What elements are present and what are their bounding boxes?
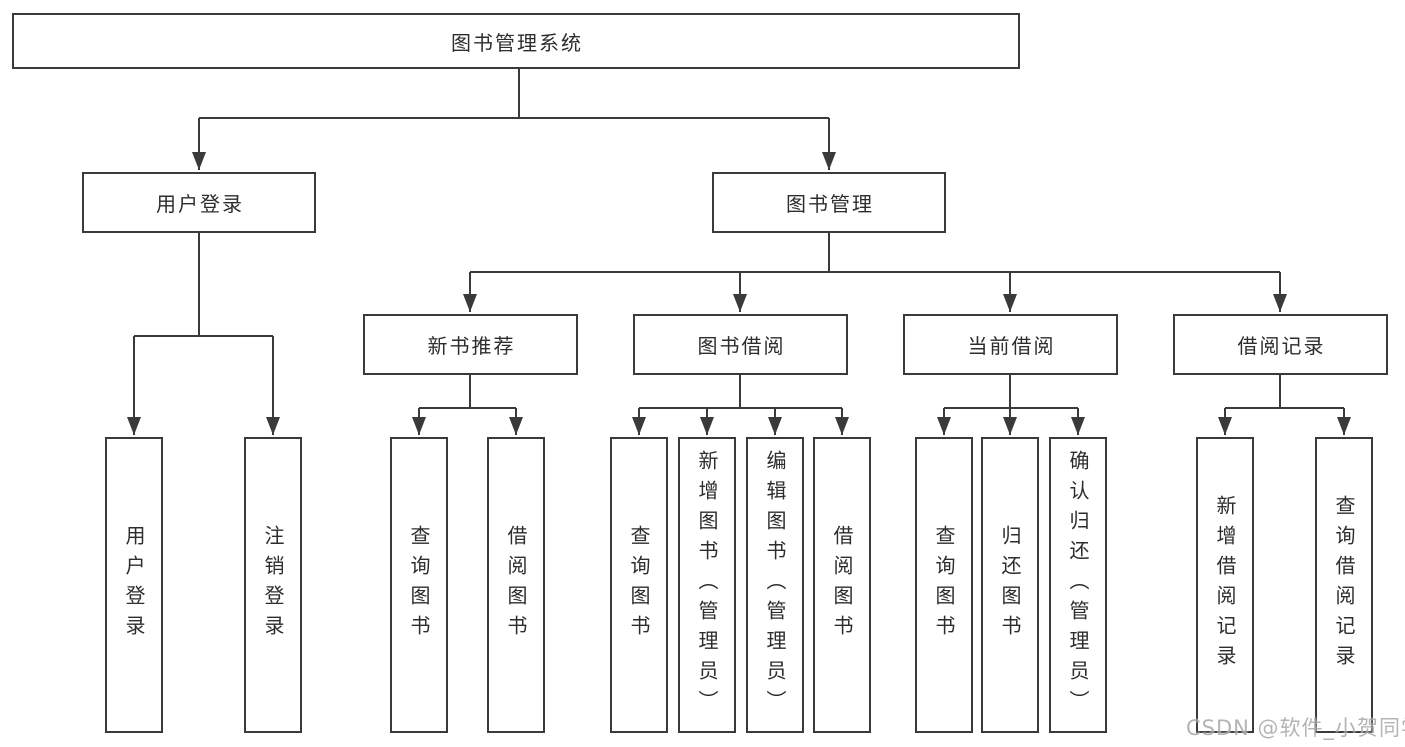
leaf-label: 注销登录 xyxy=(261,525,285,645)
node-label: 借阅记录 xyxy=(1237,334,1326,358)
leaf-label: 查询图书 xyxy=(407,525,431,645)
leaf-query-books-2: 查询图书 xyxy=(610,437,668,733)
leaf-label: 归还图书 xyxy=(998,525,1022,645)
leaf-label: 查询借阅记录 xyxy=(1332,495,1356,675)
leaf-label: 确认归还（管理员） xyxy=(1066,450,1090,720)
leaf-label: 新增图书（管理员） xyxy=(695,450,719,720)
node-label: 当前借阅 xyxy=(967,334,1056,358)
csdn-watermark: CSDN @软件_小贺同学 xyxy=(1186,716,1405,740)
node-user-login: 用户登录 xyxy=(82,172,316,233)
node-book-management: 图书管理 xyxy=(712,172,946,233)
leaf-label: 编辑图书（管理员） xyxy=(763,450,787,720)
leaf-label: 查询图书 xyxy=(932,525,956,645)
leaf-borrow-books-2: 借阅图书 xyxy=(813,437,871,733)
leaf-user-login: 用户登录 xyxy=(105,437,163,733)
leaf-label: 用户登录 xyxy=(122,525,146,645)
leaf-query-books-3: 查询图书 xyxy=(915,437,973,733)
leaf-add-borrow-record: 新增借阅记录 xyxy=(1196,437,1254,733)
node-book-borrowing: 图书借阅 xyxy=(633,314,848,375)
leaf-label: 借阅图书 xyxy=(830,525,854,645)
node-label: 图书借阅 xyxy=(697,334,786,358)
node-current-borrowing: 当前借阅 xyxy=(903,314,1118,375)
leaf-return-books: 归还图书 xyxy=(981,437,1039,733)
leaf-logout: 注销登录 xyxy=(244,437,302,733)
node-label: 图书管理 xyxy=(786,192,874,216)
leaf-label: 借阅图书 xyxy=(504,525,528,645)
leaf-borrow-books-1: 借阅图书 xyxy=(487,437,545,733)
leaf-edit-books-admin: 编辑图书（管理员） xyxy=(746,437,804,733)
node-library-management-system: 图书管理系统 xyxy=(12,13,1020,69)
node-label: 用户登录 xyxy=(156,192,244,216)
leaf-add-books-admin: 新增图书（管理员） xyxy=(678,437,736,733)
leaf-label: 新增借阅记录 xyxy=(1213,495,1237,675)
leaf-label: 查询图书 xyxy=(627,525,651,645)
leaf-query-borrow-record: 查询借阅记录 xyxy=(1315,437,1373,733)
node-label: 新书推荐 xyxy=(427,334,516,358)
node-new-book-recommend: 新书推荐 xyxy=(363,314,578,375)
node-label: 图书管理系统 xyxy=(451,30,583,55)
node-borrowing-records: 借阅记录 xyxy=(1173,314,1388,375)
leaf-query-books-1: 查询图书 xyxy=(390,437,448,733)
leaf-confirm-return-admin: 确认归还（管理员） xyxy=(1049,437,1107,733)
